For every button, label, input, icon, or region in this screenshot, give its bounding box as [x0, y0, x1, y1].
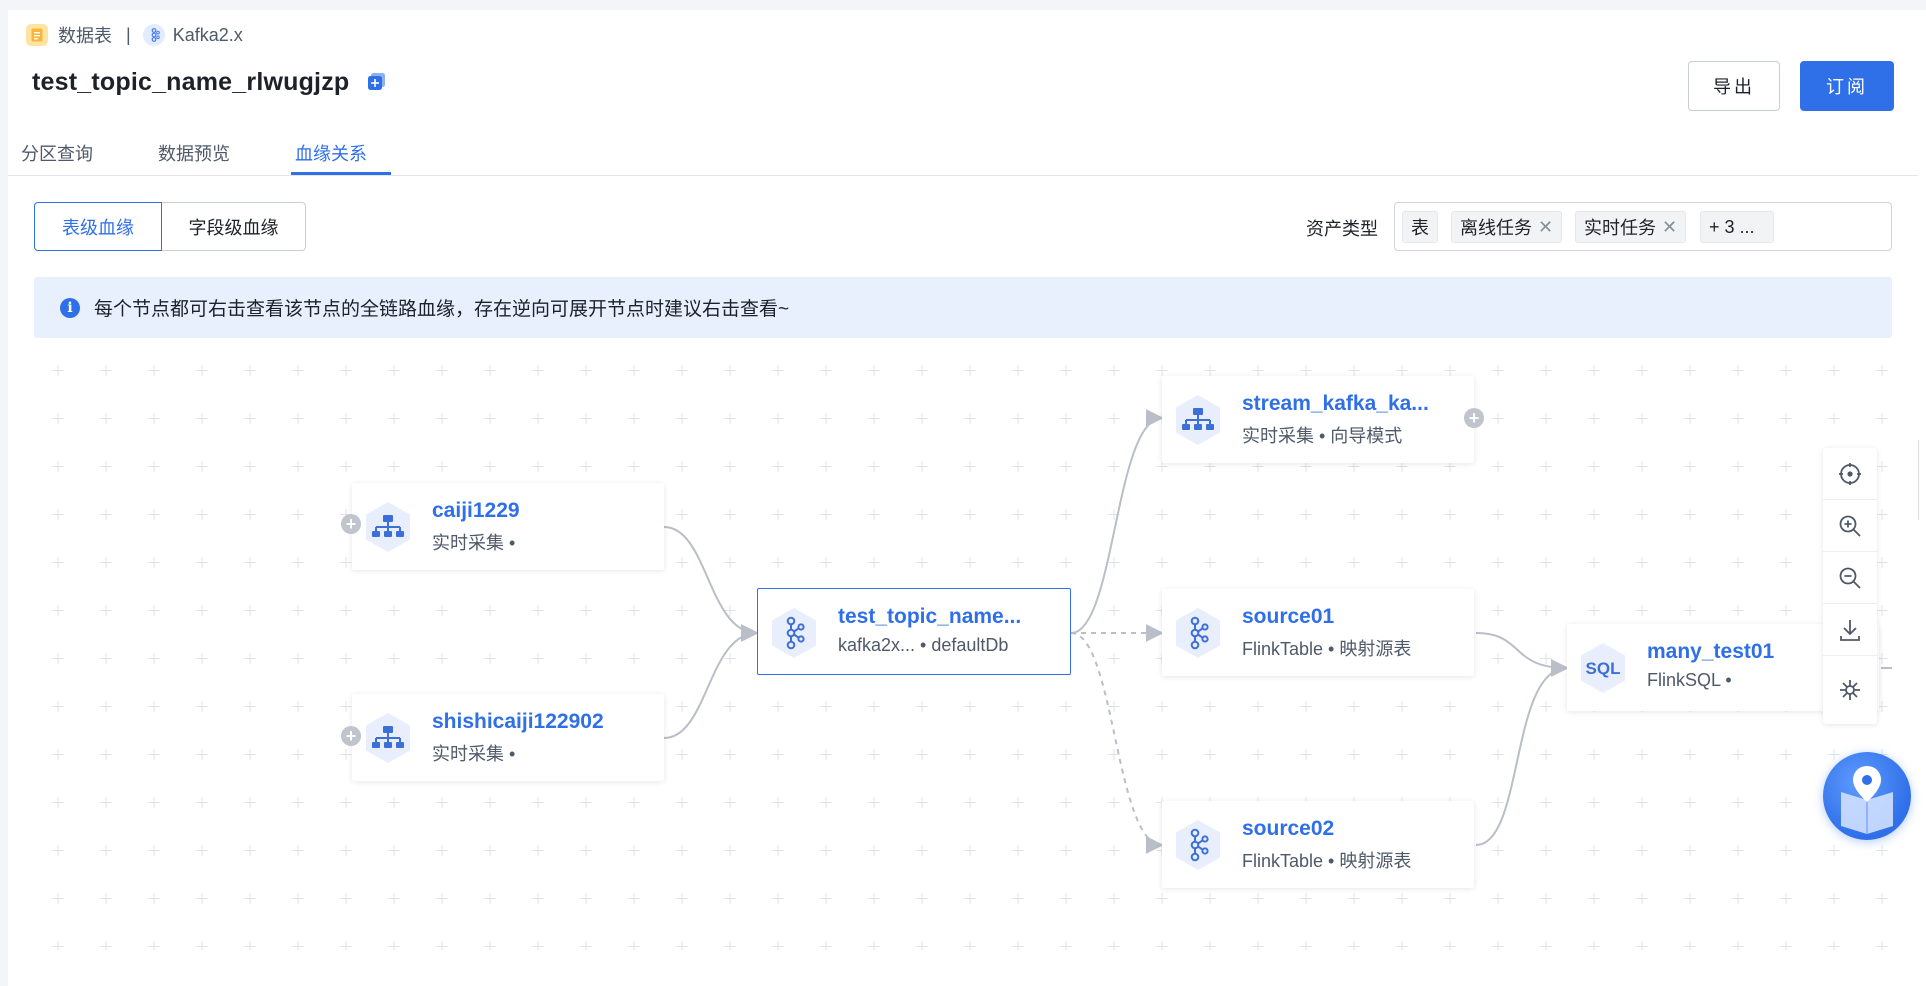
side-panel-handle[interactable] [1918, 440, 1926, 520]
info-banner: i 每个节点都可右击查看该节点的全链路血缘，存在逆向可展开节点时建议右击查看~ [34, 277, 1892, 338]
breadcrumb-item-table[interactable]: 数据表 [58, 26, 112, 46]
node-name: shishicaiji122902 [432, 710, 604, 733]
breadcrumb-separator: | [126, 24, 131, 45]
guide-button[interactable] [1823, 752, 1911, 840]
node-subtitle: kafka2x... • defaultDb [838, 635, 1009, 655]
node-name: test_topic_name... [838, 605, 1022, 628]
node-subtitle: FlinkTable • 映射源表 [1242, 639, 1412, 659]
download-icon [1840, 619, 1860, 641]
layout-button[interactable] [1823, 656, 1877, 724]
lineage-node-source01[interactable]: source01 FlinkTable • 映射源表 [1162, 589, 1474, 676]
edge-shishi-topic [663, 624, 759, 739]
node-name: stream_kafka_ka... [1242, 392, 1429, 415]
zoom-in-icon [1839, 515, 1861, 537]
kafka-icon [142, 24, 165, 46]
collect-icon [366, 713, 410, 763]
locate-icon [1839, 462, 1861, 485]
node-name: many_test01 [1647, 640, 1775, 663]
lineage-node-test-topic[interactable]: test_topic_name... kafka2x... • defaultD… [757, 588, 1071, 675]
edge-topic-stream [1070, 409, 1164, 634]
tab-bar: 分区查询 数据预览 血缘关系 [8, 134, 1918, 176]
node-subtitle: FlinkSQL • [1647, 670, 1732, 690]
copy-icon[interactable] [366, 71, 388, 93]
asset-type-label: 资产类型 [1306, 219, 1378, 239]
map-guide-icon [1841, 766, 1893, 834]
expand-downstream-icon[interactable]: + [1464, 408, 1484, 428]
info-icon: i [60, 297, 80, 318]
svg-text:SQL: SQL [1586, 659, 1621, 678]
node-subtitle: FlinkTable • 映射源表 [1242, 851, 1412, 871]
graph-toolbar [1823, 448, 1877, 724]
kafka-icon [772, 608, 816, 658]
lineage-node-source02[interactable]: source02 FlinkTable • 映射源表 [1162, 801, 1474, 888]
edge-topic-source02 [1070, 632, 1164, 854]
lineage-node-shishicaiji122902[interactable]: shishicaiji122902 实时采集 • [352, 694, 664, 781]
sql-icon: SQL [1581, 643, 1625, 693]
lineage-node-stream-kafka[interactable]: stream_kafka_ka... 实时采集 • 向导模式 [1162, 376, 1474, 463]
breadcrumb-item-kafka[interactable]: Kafka2.x [172, 24, 243, 45]
chip-label: 离线任务 [1460, 218, 1532, 238]
info-text: 每个节点都可右击查看该节点的全链路血缘，存在逆向可展开节点时建议右击查看~ [94, 299, 790, 320]
export-button[interactable]: 导出 [1688, 61, 1780, 111]
asset-chip-realtime: 实时任务 ✕ [1575, 211, 1687, 243]
zoom-out-button[interactable] [1823, 552, 1877, 604]
close-icon[interactable]: ✕ [1538, 216, 1554, 237]
active-tab-indicator [291, 172, 391, 175]
node-subtitle: 实时采集 • [432, 744, 516, 764]
page-title: test_topic_name_rlwugjzp [32, 68, 350, 96]
node-name: source02 [1242, 817, 1335, 840]
collect-icon [366, 502, 410, 552]
asset-chip-table: 表 [1402, 211, 1438, 243]
lineage-level-switch: 表级血缘 字段级血缘 [34, 202, 306, 251]
collect-icon [1176, 395, 1220, 445]
expand-upstream-icon[interactable]: + [341, 726, 361, 746]
node-name: source01 [1242, 605, 1335, 628]
download-button[interactable] [1823, 604, 1877, 656]
tab-lineage[interactable]: 血缘关系 [295, 144, 367, 164]
asset-chip-more[interactable]: + 3 ... [1700, 211, 1774, 243]
tab-data-preview[interactable]: 数据预览 [158, 144, 230, 164]
table-lineage-option[interactable]: 表级血缘 [34, 202, 162, 251]
node-subtitle: 实时采集 • [432, 533, 516, 553]
zoom-out-icon [1839, 567, 1861, 589]
breadcrumb: 数据表 | Kafka2.x [26, 22, 243, 48]
chip-label: 表 [1411, 218, 1429, 238]
close-icon[interactable]: ✕ [1662, 216, 1678, 237]
table-doc-icon [26, 24, 48, 46]
locate-button[interactable] [1823, 448, 1877, 500]
node-subtitle: 实时采集 • 向导模式 [1242, 426, 1403, 446]
layout-icon [1840, 680, 1860, 700]
kafka-icon [1176, 820, 1220, 870]
kafka-icon [1176, 608, 1220, 658]
lineage-node-caiji1229[interactable]: caiji1229 实时采集 • [352, 483, 664, 570]
asset-chip-offline: 离线任务 ✕ [1451, 211, 1563, 243]
zoom-in-button[interactable] [1823, 500, 1877, 552]
chip-label: + 3 ... [1709, 216, 1755, 237]
field-lineage-option[interactable]: 字段级血缘 [162, 202, 306, 251]
asset-type-select[interactable]: 表 离线任务 ✕ 实时任务 ✕ + 3 ... [1394, 202, 1892, 251]
chip-label: 实时任务 [1584, 218, 1656, 238]
tab-partition-query[interactable]: 分区查询 [21, 144, 93, 164]
edge-source01-many [1475, 632, 1569, 677]
edge-source02-many [1475, 659, 1569, 846]
node-name: caiji1229 [432, 499, 520, 522]
subscribe-button[interactable]: 订阅 [1800, 61, 1894, 111]
expand-upstream-icon[interactable]: + [341, 514, 361, 534]
